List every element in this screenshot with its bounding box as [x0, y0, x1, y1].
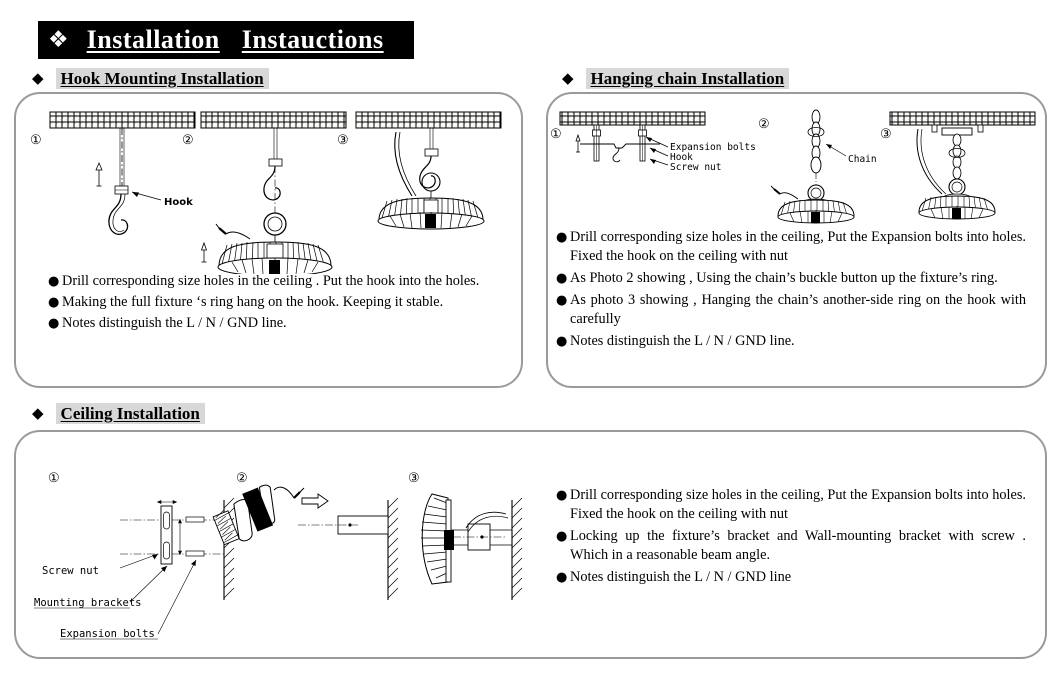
list-item: ● Drill corresponding size holes in the … — [48, 272, 498, 291]
bullet-dot-icon: ● — [48, 295, 60, 310]
diagram-label-hook: Hook — [670, 152, 693, 163]
section-heading-chain-label: Hanging chain Installation — [585, 68, 790, 89]
bullet-list-chain: ● Drill corresponding size holes in the … — [556, 228, 1026, 354]
panel-hook-mounting — [14, 92, 523, 388]
bullet-dot-icon: ● — [556, 529, 568, 544]
svg-text:③: ③ — [408, 470, 420, 485]
diagram-label-screw-nut: Screw nut — [670, 162, 721, 173]
four-diamonds-icon: ❖ — [48, 26, 69, 53]
diagram-label-mounting-brackets: Mounting brackets — [34, 597, 141, 609]
list-item-text: Notes distinguish the L / N / GND line — [570, 569, 792, 585]
list-item-text: Locking up the fixture’s bracket and Wal… — [570, 528, 1026, 563]
list-item: ● As photo 3 showing , Hanging the chain… — [556, 291, 1026, 329]
list-item: ● Drill corresponding size holes in the … — [556, 486, 1026, 524]
bullet-dot-icon: ● — [556, 334, 568, 349]
diamond-bullet-icon: ◆ — [32, 69, 44, 87]
diagram-label-screw-nut: Screw nut — [42, 565, 99, 577]
list-item-text: Drill corresponding size holes in the ce… — [62, 273, 480, 289]
bullet-list-ceiling: ● Drill corresponding size holes in the … — [556, 486, 1026, 590]
list-item-text: Notes distinguish the L / N / GND line. — [62, 315, 287, 331]
list-item-text: Notes distinguish the L / N / GND line. — [570, 333, 795, 349]
diamond-bullet-icon: ◆ — [562, 69, 574, 87]
list-item: ● Drill corresponding size holes in the … — [556, 228, 1026, 266]
section-heading-ceiling-label: Ceiling Installation — [55, 403, 205, 424]
list-item: ● Locking up the fixture’s bracket and W… — [556, 527, 1026, 565]
diamond-bullet-icon: ◆ — [32, 404, 44, 422]
svg-text:①: ① — [30, 132, 42, 147]
bullet-dot-icon: ● — [48, 274, 60, 289]
diagram-label-expansion-bolts: Expansion bolts — [670, 142, 756, 153]
svg-text:②: ② — [758, 116, 770, 131]
diagram-hook-mounting: ① Hook ② — [26, 104, 506, 274]
bullet-dot-icon: ● — [556, 230, 568, 245]
list-item-text: Drill corresponding size holes in the ce… — [570, 229, 1026, 264]
list-item: ● Notes distinguish the L / N / GND line — [556, 568, 1026, 587]
svg-text:②: ② — [236, 470, 248, 485]
page-title-word-2: Instauctions — [241, 25, 384, 54]
list-item: ● As Photo 2 showing , Using the chain’s… — [556, 269, 1026, 288]
diagram-label-expansion-bolts: Expansion bolts — [60, 628, 155, 640]
page-title-word-1: Installation — [86, 25, 220, 54]
list-item: ● Making the full fixture ‘s ring hang o… — [48, 293, 498, 312]
list-item-text: Making the full fixture ‘s ring hang on … — [62, 294, 444, 310]
page-title: Installation Instauctions — [87, 25, 384, 55]
list-item-text: As photo 3 showing , Hanging the chain’s… — [570, 292, 1026, 327]
bullet-list-hook: ● Drill corresponding size holes in the … — [48, 272, 498, 335]
list-item-text: Drill corresponding size holes in the ce… — [570, 487, 1026, 522]
panel-hanging-chain — [546, 92, 1047, 388]
diagram-label-hook: Hook — [164, 197, 193, 208]
diagram-hanging-chain: ① Expansion bolts Hook Screw nut — [550, 104, 1036, 226]
bullet-dot-icon: ● — [556, 293, 568, 308]
bullet-dot-icon: ● — [48, 316, 60, 331]
bullet-dot-icon: ● — [556, 488, 568, 503]
diagram-ceiling-installation: ① — [28, 450, 528, 645]
svg-text:①: ① — [550, 126, 562, 141]
section-heading-hook: ◆ Hook Mounting Installation — [32, 68, 269, 89]
svg-text:③: ③ — [337, 132, 349, 147]
list-item-text: As Photo 2 showing , Using the chain’s b… — [570, 270, 998, 286]
panel-ceiling-installation — [14, 430, 1047, 659]
diagram-label-chain: Chain — [848, 154, 877, 165]
section-heading-ceiling: ◆ Ceiling Installation — [32, 403, 205, 424]
svg-text:③: ③ — [880, 126, 892, 141]
page-title-bar: ❖ Installation Instauctions — [38, 21, 414, 59]
bullet-dot-icon: ● — [556, 271, 568, 286]
section-heading-hook-label: Hook Mounting Installation — [55, 68, 269, 89]
svg-text:①: ① — [48, 470, 60, 485]
list-item: ● Notes distinguish the L / N / GND line… — [556, 332, 1026, 351]
section-heading-chain: ◆ Hanging chain Installation — [562, 68, 790, 89]
list-item: ● Notes distinguish the L / N / GND line… — [48, 314, 498, 333]
svg-text:②: ② — [182, 132, 194, 147]
bullet-dot-icon: ● — [556, 570, 568, 585]
